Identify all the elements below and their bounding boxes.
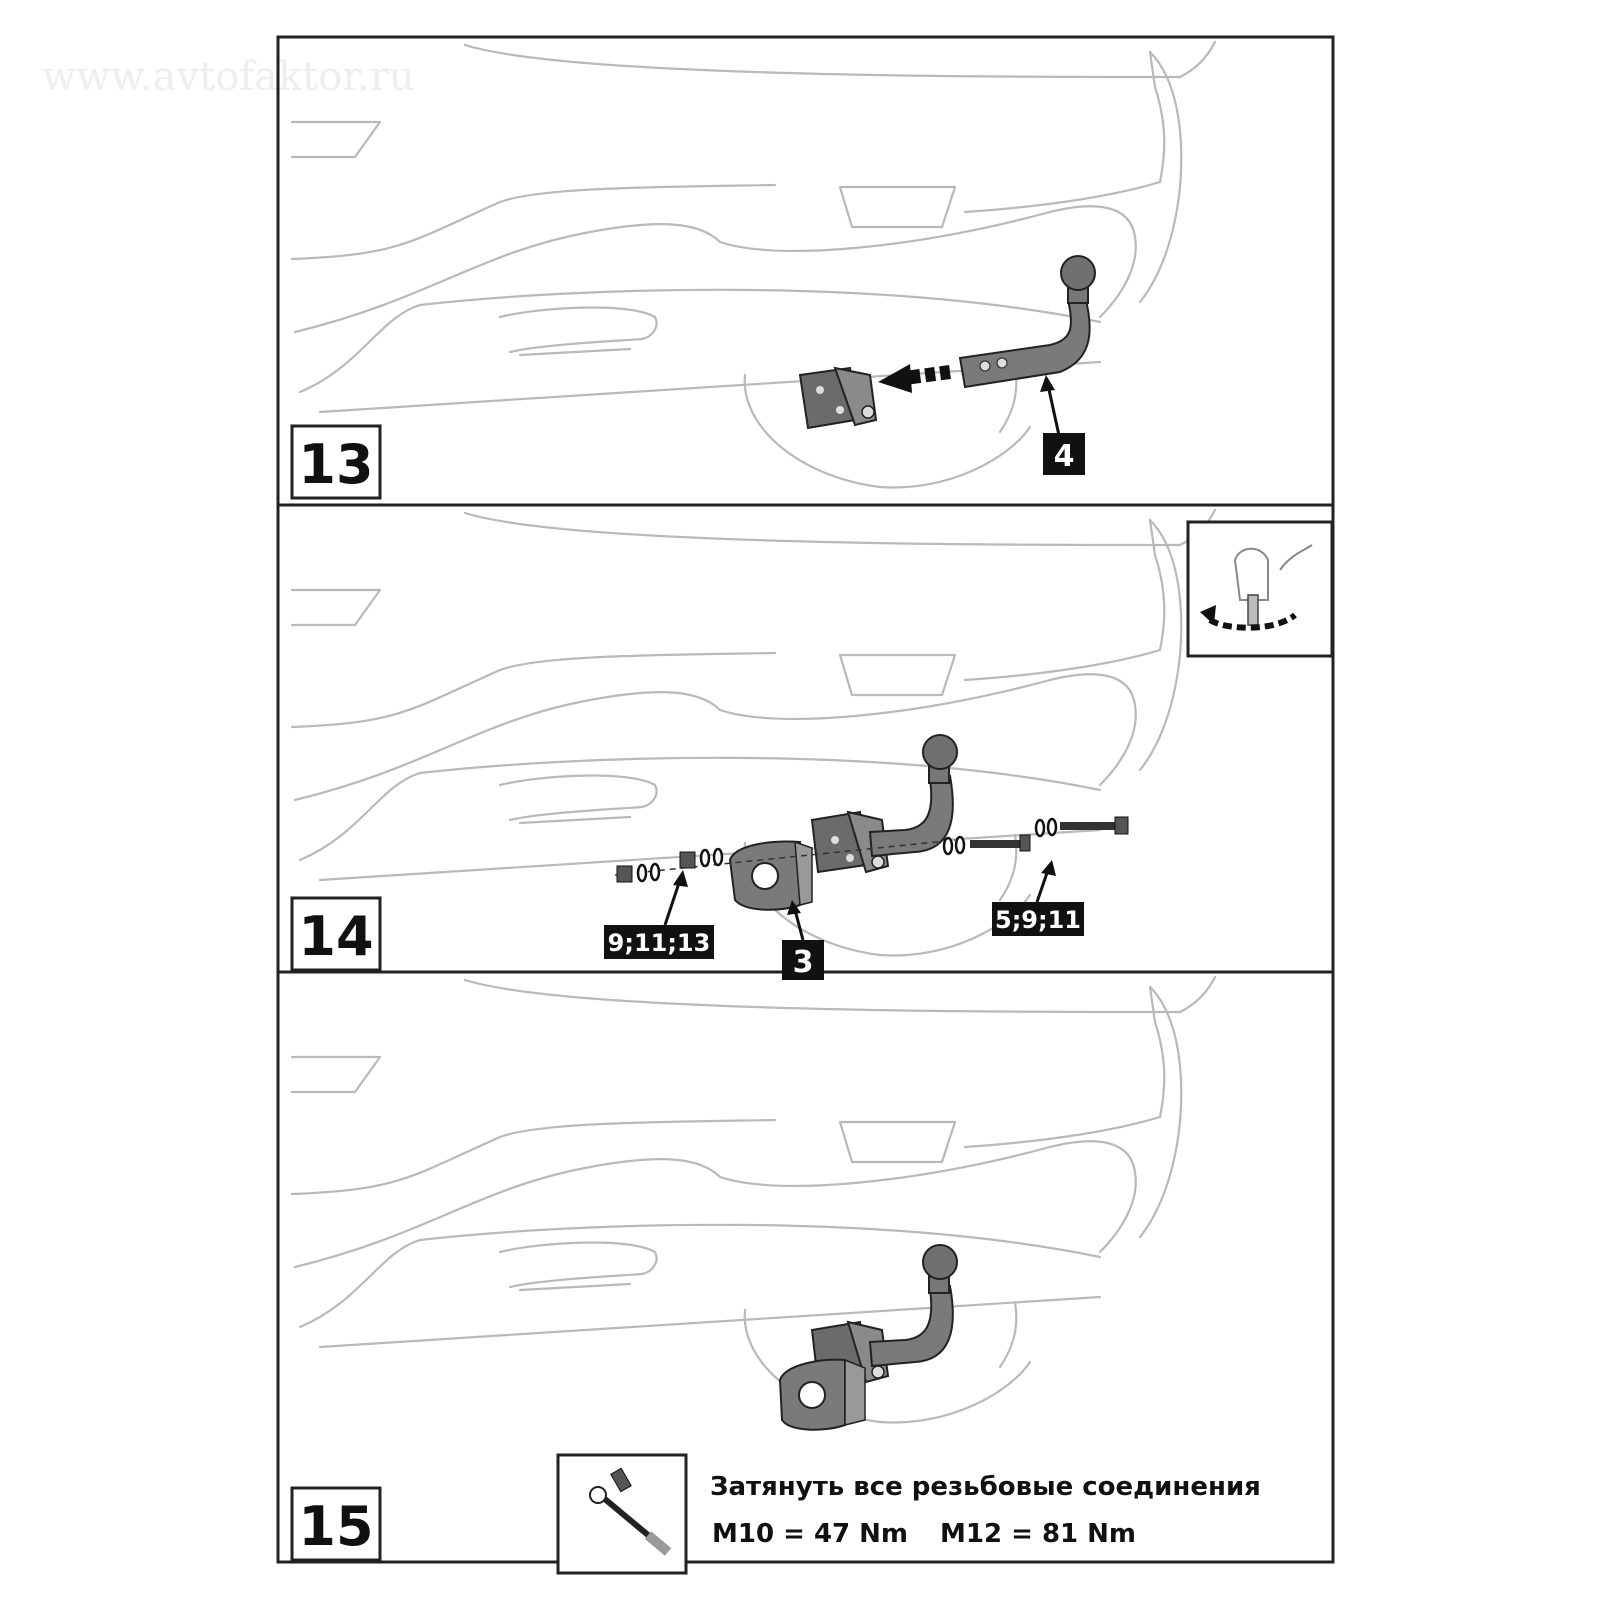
- left-hardware: [616, 847, 724, 883]
- towbar-arm: [868, 1244, 958, 1368]
- step-14-panel: 9;11;13 3 5;9;11 14: [290, 508, 1334, 980]
- callout-label: 5;9;11: [995, 906, 1081, 934]
- page-frame: [276, 35, 1335, 1564]
- right-hardware: [942, 816, 1129, 856]
- step-number-box: [290, 896, 382, 972]
- towbar-arm: [868, 734, 958, 858]
- callout-leader: [1035, 869, 1050, 903]
- callout-arrowhead: [787, 900, 801, 915]
- step-13-panel: 4 13: [290, 40, 1217, 500]
- callout-box: [604, 925, 714, 959]
- step-number-box: [290, 1486, 382, 1562]
- callout-leader: [663, 879, 682, 926]
- callout-leader: [793, 909, 805, 941]
- torque-m10: M10 = 47 Nm: [712, 1519, 908, 1549]
- callout-arrowhead: [1040, 375, 1055, 392]
- step-number-box: [290, 424, 382, 500]
- hand-tighten-icon: [1200, 544, 1313, 631]
- bumper-outline: [290, 975, 1217, 1424]
- hand-tighten-inset: [1186, 520, 1334, 658]
- callout-box: [992, 902, 1084, 936]
- callout-arrowhead: [673, 870, 688, 887]
- callout-leader: [1046, 384, 1062, 441]
- callout-label: 4: [1054, 439, 1075, 474]
- step-15-panel: Затянуть все резьбовые соединения M10 = …: [290, 975, 1261, 1575]
- torque-wrench-inset: [556, 1453, 688, 1575]
- step-number: 14: [298, 905, 373, 968]
- torque-wrench-icon: [589, 1467, 672, 1556]
- watermark: www.avtofaktor.ru: [42, 54, 415, 100]
- socket-plate: [778, 1358, 866, 1431]
- towbar-arm: [958, 255, 1096, 389]
- step-number: 13: [298, 433, 373, 496]
- callout-box: [1043, 433, 1085, 475]
- callout-label: 3: [793, 945, 814, 980]
- vehicle-bracket: [798, 366, 878, 430]
- step-number: 15: [298, 1495, 373, 1558]
- callout-label: 9;11;13: [608, 929, 711, 957]
- torque-instruction: Затянуть все резьбовые соединения: [710, 1472, 1261, 1502]
- bracket-assembly: [810, 810, 890, 874]
- assembly-axis: [614, 839, 956, 876]
- callout-box: [782, 940, 824, 980]
- socket-plate: [728, 840, 813, 911]
- callout-arrowhead: [1041, 860, 1056, 876]
- torque-m12: M12 = 81 Nm: [940, 1519, 1136, 1549]
- insert-arrow: [878, 364, 951, 393]
